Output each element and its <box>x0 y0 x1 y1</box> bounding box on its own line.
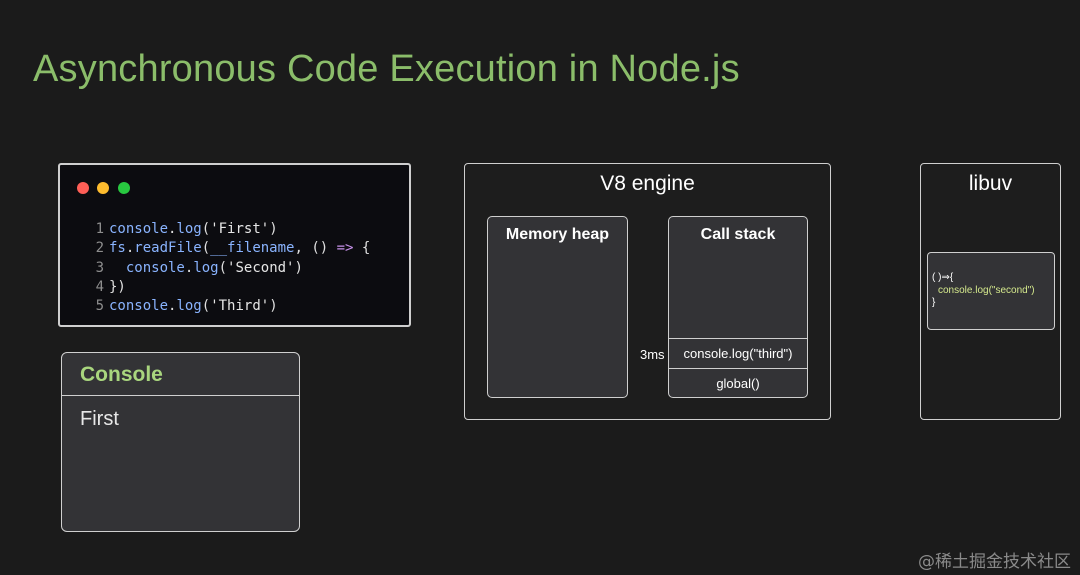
v8-engine-title: V8 engine <box>600 172 695 195</box>
code-line: 2 fs.readFile(__filename, () => { <box>90 239 371 258</box>
console-output: First <box>80 408 119 430</box>
slide-title: Asynchronous Code Execution in Node.js <box>33 48 740 90</box>
code-token: => <box>336 240 354 257</box>
code-token: ( <box>201 298 211 315</box>
code-token: ) <box>269 221 278 237</box>
line-number: 1 <box>95 221 104 237</box>
code-token: }) <box>109 278 126 295</box>
code-token <box>109 260 126 276</box>
maximize-dot-icon <box>118 182 130 194</box>
code-token: ( <box>201 240 211 257</box>
code-token: , () <box>294 240 337 257</box>
call-stack-frame: global() <box>669 368 807 398</box>
code-token: ) <box>269 298 278 315</box>
minimize-dot-icon <box>97 182 109 194</box>
close-dot-icon <box>77 182 89 194</box>
code-token: ( <box>218 259 228 276</box>
code-token: 'Third' <box>210 298 270 315</box>
code-token: log <box>176 298 202 315</box>
v8-engine-box: V8 engine Memory heap Call stack console… <box>464 163 831 420</box>
code-token: __filename <box>210 240 295 257</box>
line-number: 2 <box>95 240 104 257</box>
watermark: @稀土掘金技术社区 <box>918 552 1071 572</box>
code-token: ( <box>201 221 211 237</box>
callback-line: ( )⇒{ <box>932 272 954 283</box>
code-line: 5 console.log('Third') <box>90 297 370 316</box>
code-line: 1 console.log('First') <box>90 220 370 239</box>
line-number: 5 <box>95 298 104 315</box>
callback-line: } <box>932 297 936 308</box>
code-token: console <box>109 221 169 237</box>
code-token: . <box>184 259 194 276</box>
libuv-title: libuv <box>968 172 1013 195</box>
code-token: . <box>168 221 177 237</box>
code-token: console <box>109 298 169 315</box>
line-number: 4 <box>95 278 104 295</box>
call-stack-title: Call stack <box>700 226 776 243</box>
code-token: 'First' <box>210 221 270 237</box>
call-stack-box: Call stack console.log("third") global() <box>668 216 808 398</box>
callback-line: console.log("second") <box>938 285 1035 296</box>
memory-heap-title: Memory heap <box>505 226 610 243</box>
call-stack-frame: console.log("third") <box>669 338 807 368</box>
line-number: 3 <box>95 259 104 276</box>
code-token: readFile <box>134 240 202 257</box>
code-token: console <box>125 259 185 276</box>
code-token: log <box>193 259 219 276</box>
console-title: Console <box>62 353 299 396</box>
code-token: ) <box>294 259 303 276</box>
code-line: 4}) <box>90 278 370 297</box>
code-token: . <box>125 240 135 257</box>
code-token: { <box>353 240 371 257</box>
code-token: 'Second' <box>227 259 295 276</box>
libuv-box: libuv ( )⇒{ console.log("second") } <box>920 163 1061 420</box>
code-token: log <box>176 221 202 237</box>
code-line: 3 console.log('Second') <box>90 259 370 278</box>
console-panel: Console First <box>61 352 300 532</box>
memory-heap-box: Memory heap <box>487 216 628 398</box>
timing-label: 3ms <box>640 347 665 362</box>
code-token: . <box>168 298 177 315</box>
callback-box: ( )⇒{ console.log("second") } <box>927 252 1055 330</box>
code-token: fs <box>109 240 126 257</box>
